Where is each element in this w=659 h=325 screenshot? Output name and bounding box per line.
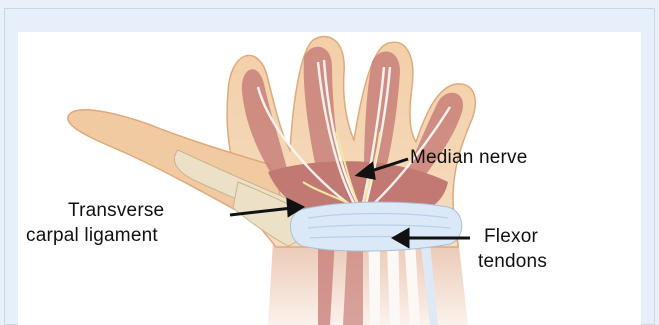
label-transverse-line1: Transverse [68, 200, 164, 222]
label-flexor-line2: tendons [478, 251, 547, 273]
hand-anatomy-illustration [18, 32, 641, 325]
label-flexor-line1: Flexor [484, 226, 538, 248]
figure-panel: Median nerve Transverse carpal ligament … [18, 32, 641, 325]
label-transverse-line2: carpal ligament [26, 225, 158, 247]
label-median-nerve: Median nerve [410, 147, 528, 169]
